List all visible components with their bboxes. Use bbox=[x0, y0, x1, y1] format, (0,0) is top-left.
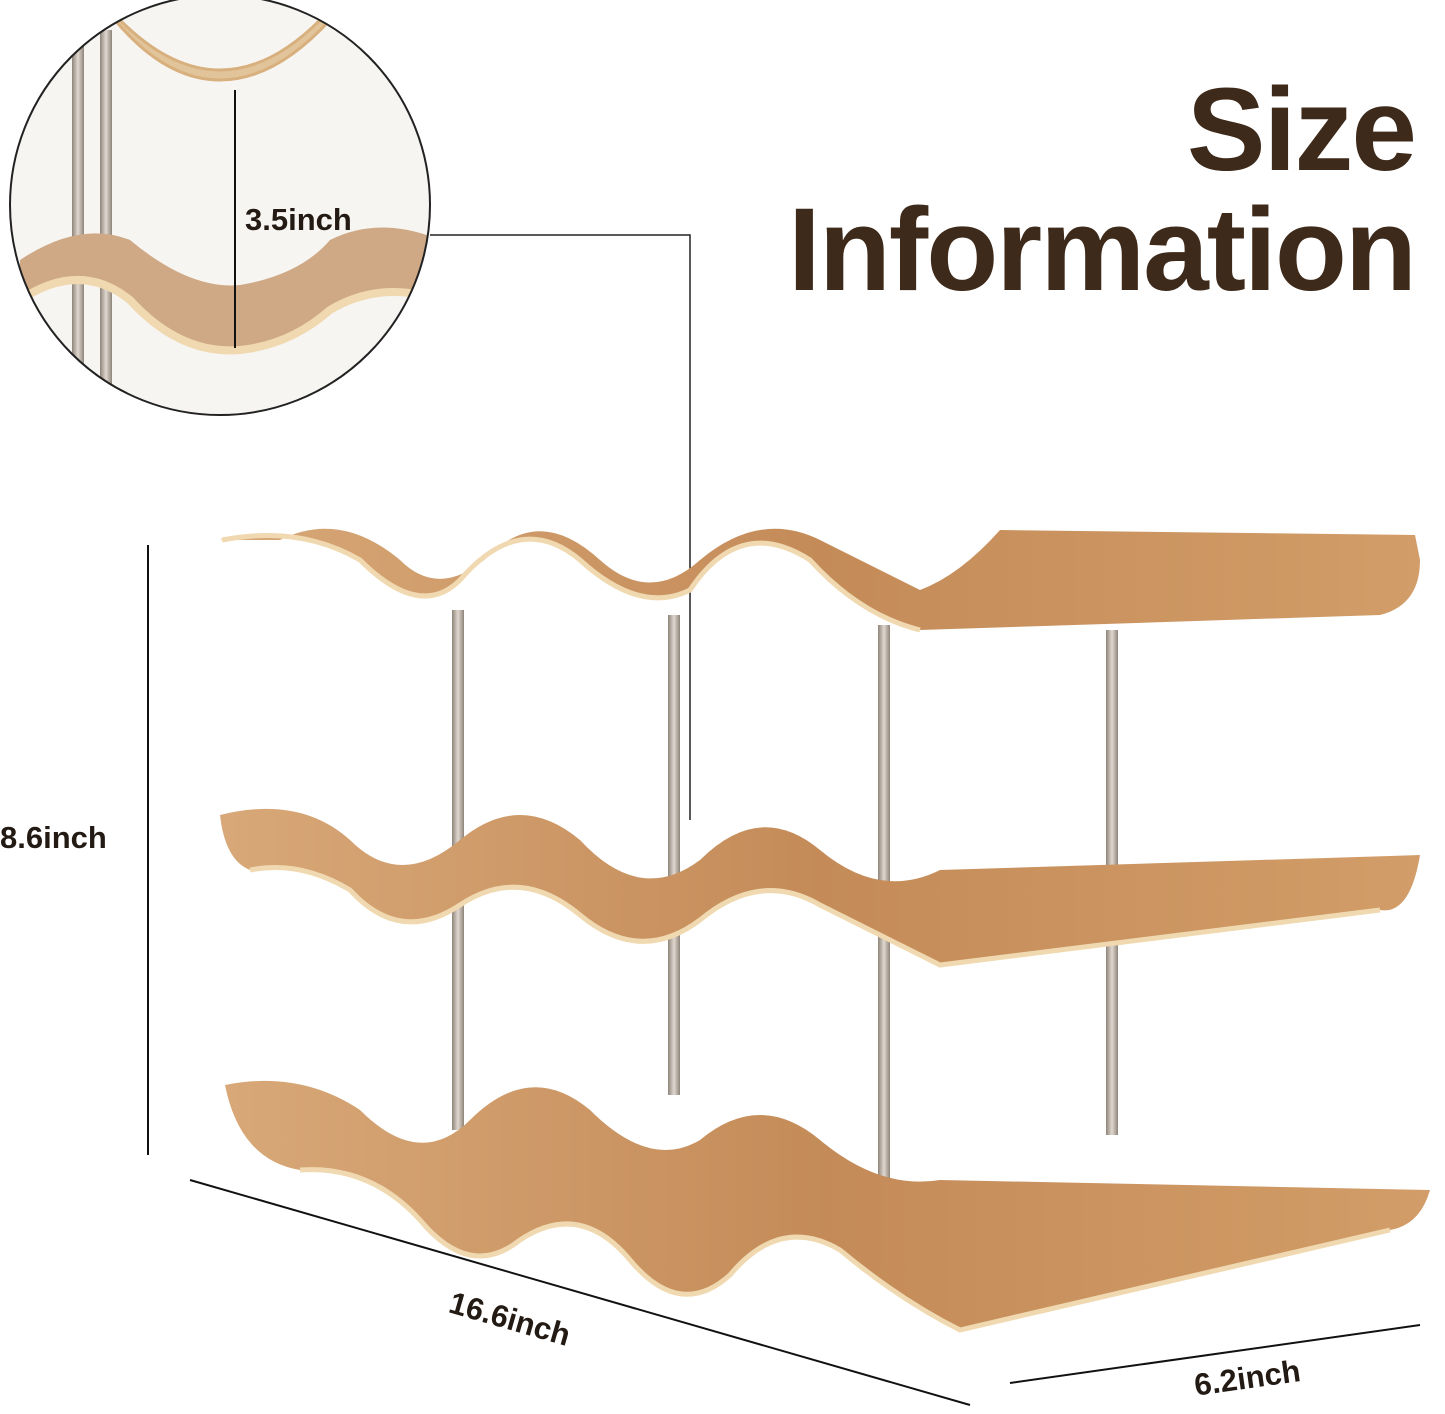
top-shelf bbox=[220, 528, 1420, 633]
middle-shelf bbox=[220, 808, 1420, 968]
shelf-gap-label: 3.5inch bbox=[245, 202, 352, 237]
title-line-1: Size bbox=[1186, 64, 1417, 196]
bottom-shelf bbox=[225, 1080, 1430, 1333]
depth-dimension-line bbox=[1009, 1324, 1421, 1384]
length-dimension-line bbox=[189, 1179, 971, 1406]
title-line-2: Information bbox=[788, 184, 1417, 317]
detail-inset bbox=[10, 0, 430, 415]
page-title: Size Information bbox=[788, 64, 1417, 317]
height-label: 8.6inch bbox=[0, 820, 107, 855]
